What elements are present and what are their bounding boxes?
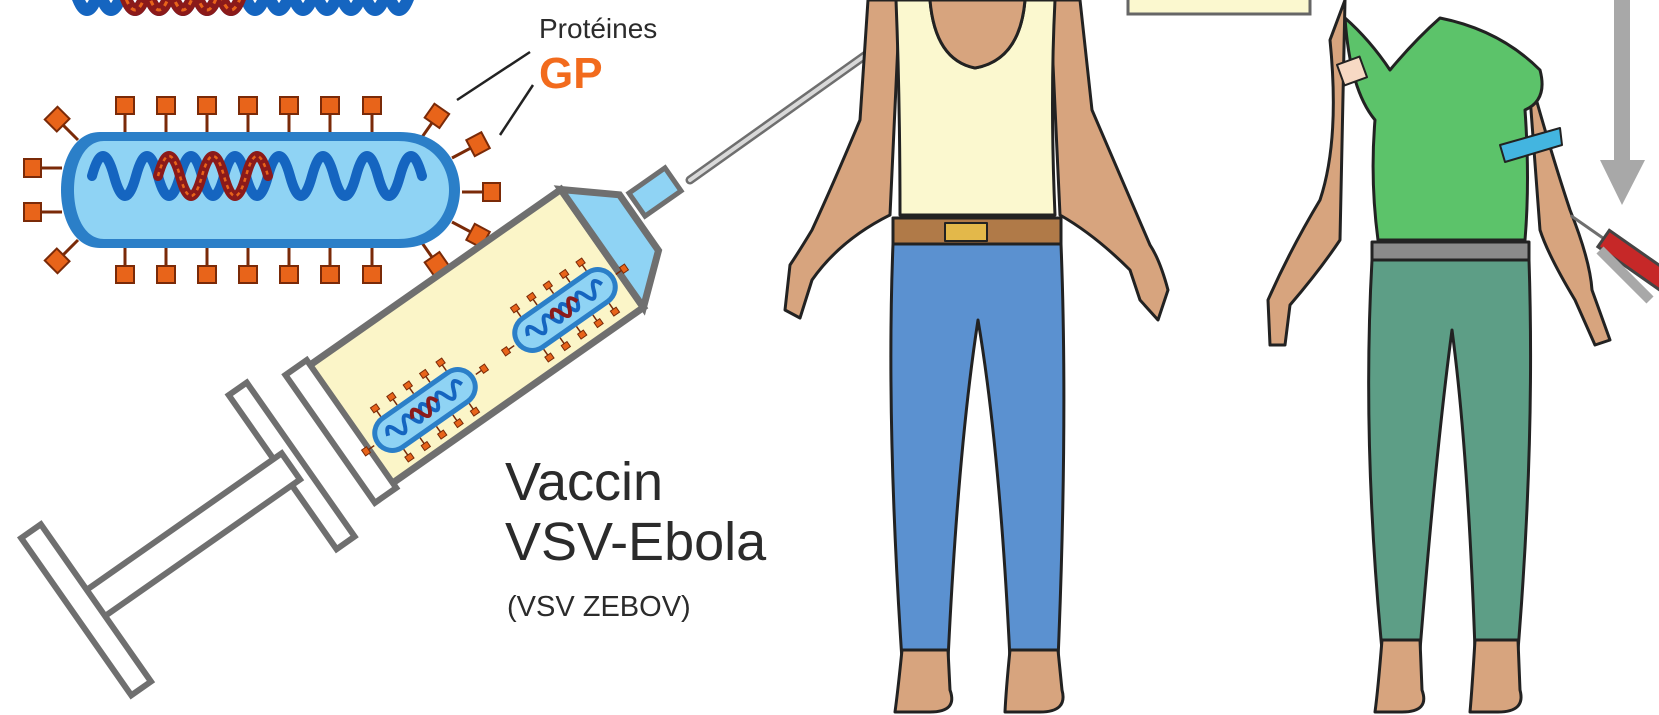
vaccine-code-label: (VSV ZEBOV)	[507, 590, 691, 624]
notepad-shape	[1128, 0, 1310, 14]
rna-strand-icon	[75, 0, 411, 10]
gp-label: GP	[539, 50, 603, 98]
man-figure	[785, 0, 1168, 712]
virus-particle-icon	[24, 97, 500, 283]
vaccine-title-line1: Vaccin	[505, 452, 663, 512]
gp-pointer-line	[500, 85, 533, 135]
vaccine-title-line2: VSV-Ebola	[505, 512, 766, 572]
proteins-label: Protéines	[539, 14, 657, 44]
woman-figure	[1268, 0, 1610, 712]
gp-pointer-line	[457, 52, 530, 100]
